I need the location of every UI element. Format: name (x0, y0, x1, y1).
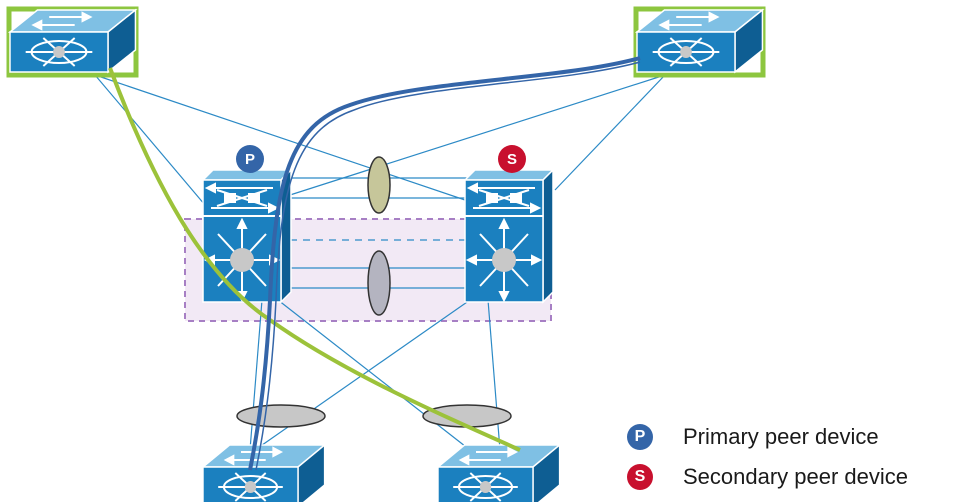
access-switch-bottom-right (437, 444, 561, 502)
port-channel-oval-right (422, 404, 512, 428)
primary-badge: P (236, 145, 264, 173)
svg-text:P: P (245, 151, 255, 168)
aggregation-switch-primary (202, 169, 292, 303)
primary-badge-icon: P (627, 424, 653, 450)
access-switch-top-left (9, 9, 137, 73)
port-channel-oval-left (236, 404, 326, 428)
access-switch-top-right (636, 9, 764, 73)
peer-keepalive-oval (367, 156, 391, 214)
uplink-lines (94, 74, 666, 206)
access-switch-bottom-left (202, 444, 326, 502)
legend-label-primary: Primary peer device (683, 424, 879, 449)
blue-cable-path-secondary (255, 61, 641, 471)
peer-link-oval (367, 250, 391, 316)
secondary-badge-icon: S (627, 464, 653, 490)
blue-cable-path (248, 56, 641, 471)
legend-item-secondary: S Secondary peer device (627, 463, 908, 491)
aggregation-switch-secondary (464, 169, 554, 303)
legend-label-secondary: Secondary peer device (683, 464, 909, 489)
legend-item-primary: P Primary peer device (627, 423, 879, 451)
secondary-badge: S (498, 145, 526, 173)
svg-text:S: S (507, 151, 517, 168)
